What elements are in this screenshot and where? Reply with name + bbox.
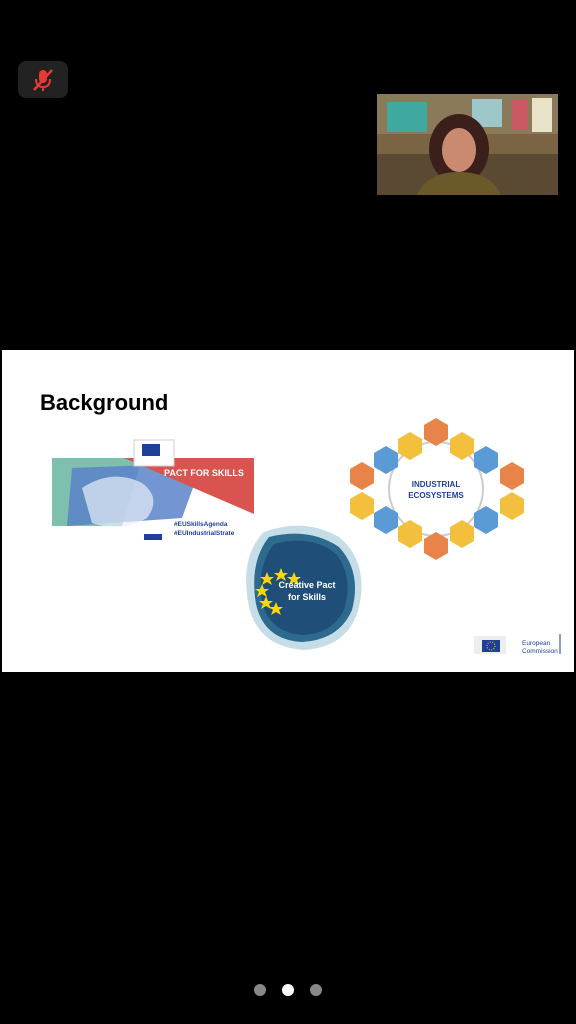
shared-slide: Background PACT FOR SKILLS #EUSkillsAgen… bbox=[2, 350, 574, 672]
page-dot-2[interactable] bbox=[282, 984, 294, 996]
creative-pact-line2: for Skills bbox=[287, 592, 326, 602]
page-indicator bbox=[0, 984, 576, 996]
mute-microphone-button[interactable] bbox=[18, 61, 68, 98]
industrial-ecosystems-diagram: INDUSTRIAL ECOSYSTEMS bbox=[350, 418, 524, 560]
ecosystems-center-line2: ECOSYSTEMS bbox=[408, 491, 464, 500]
creative-pact-logo bbox=[246, 525, 362, 650]
ec-logo-line1: European bbox=[522, 640, 551, 647]
european-commission-logo bbox=[474, 634, 561, 654]
ec-logo-line2: Commission bbox=[522, 648, 558, 655]
hashtag-skills-agenda: #EUSkillsAgenda bbox=[174, 521, 228, 528]
microphone-muted-icon bbox=[33, 68, 53, 91]
ecosystems-center-line1: INDUSTRIAL bbox=[412, 480, 461, 489]
page-dot-1[interactable] bbox=[254, 984, 266, 996]
hashtag-industrial-strategy: #EUIndustrialStrate bbox=[174, 530, 235, 537]
page-dot-3[interactable] bbox=[310, 984, 322, 996]
participant-video[interactable] bbox=[377, 94, 558, 195]
participant-video-frame bbox=[377, 94, 558, 195]
creative-pact-line1: Creative Pact bbox=[278, 580, 336, 590]
slide-title: Background bbox=[40, 390, 169, 415]
pact-banner-title: PACT FOR SKILLS bbox=[164, 468, 244, 478]
pact-for-skills-banner: PACT FOR SKILLS bbox=[52, 439, 254, 540]
